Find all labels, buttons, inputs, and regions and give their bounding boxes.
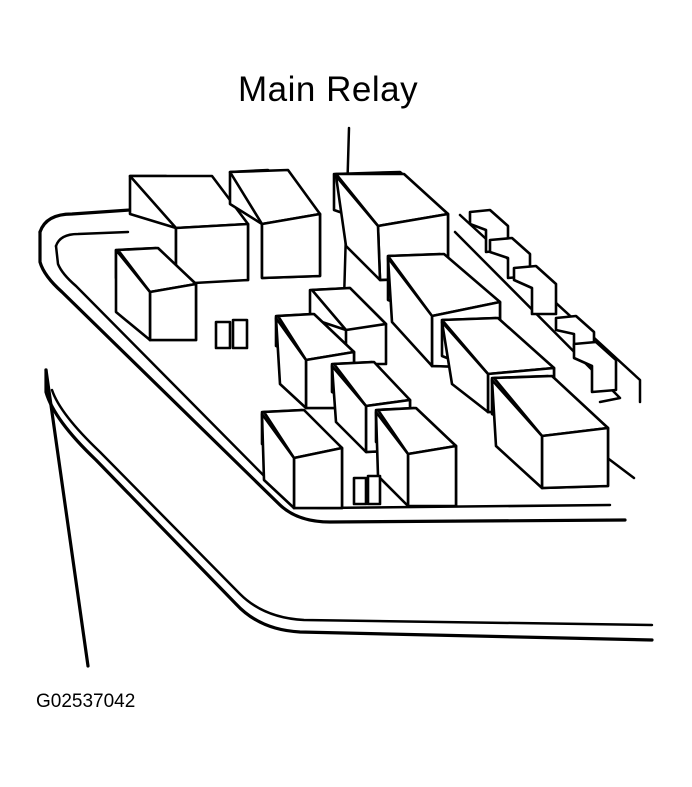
- relay-block-2: [228, 168, 322, 280]
- mini-fuse-front: [352, 474, 382, 506]
- relay-block-11: [260, 408, 344, 510]
- mini-fuse-left: [214, 318, 249, 350]
- mini-relay-row: [468, 208, 618, 394]
- relay-block-1: [128, 174, 250, 286]
- relay-block-10: [490, 374, 610, 490]
- main-relay-label: Main Relay: [238, 70, 419, 109]
- relay-block-3: [114, 246, 198, 342]
- main-relay-block: [332, 170, 450, 282]
- figure-id-label: G02537042: [36, 691, 136, 712]
- relay-block-12: [374, 406, 458, 508]
